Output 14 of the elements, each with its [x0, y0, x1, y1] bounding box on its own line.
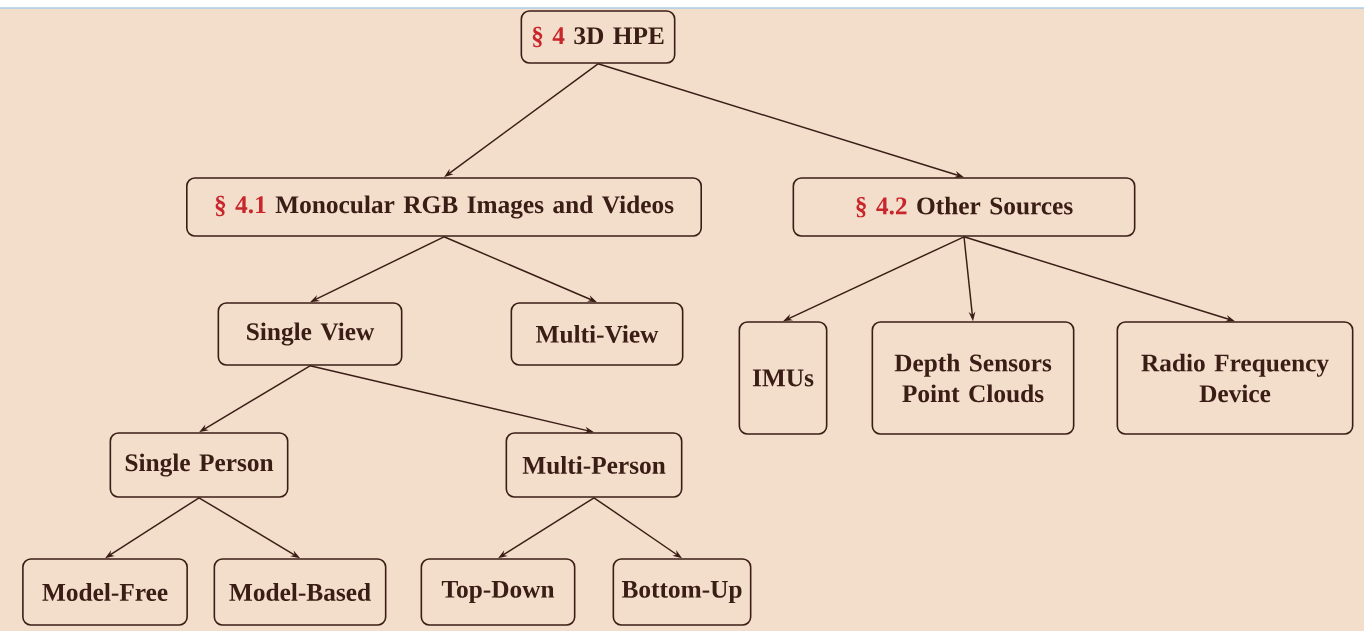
category-box: IMUs [738, 321, 828, 435]
category-box: Top-Down [420, 558, 576, 626]
category-box: Radio Frequency Device [1116, 321, 1354, 435]
category-box: Bottom-Up [612, 558, 752, 626]
category-box: Multi-Person [505, 432, 683, 498]
category-box: Single View [217, 302, 403, 366]
category-box: Single Person [109, 432, 289, 498]
category-box: Model-Free [22, 558, 188, 626]
category-box: § 4.1 Monocular RGB Images and Videos [186, 177, 702, 237]
category-box: § 4.2 Other Sources [792, 177, 1136, 237]
category-box: Multi-View [510, 302, 684, 366]
category-box: § 4 3D HPE [520, 10, 676, 64]
category-box: Depth Sensors Point Clouds [871, 321, 1075, 435]
category-box: Model-Based [213, 558, 387, 626]
